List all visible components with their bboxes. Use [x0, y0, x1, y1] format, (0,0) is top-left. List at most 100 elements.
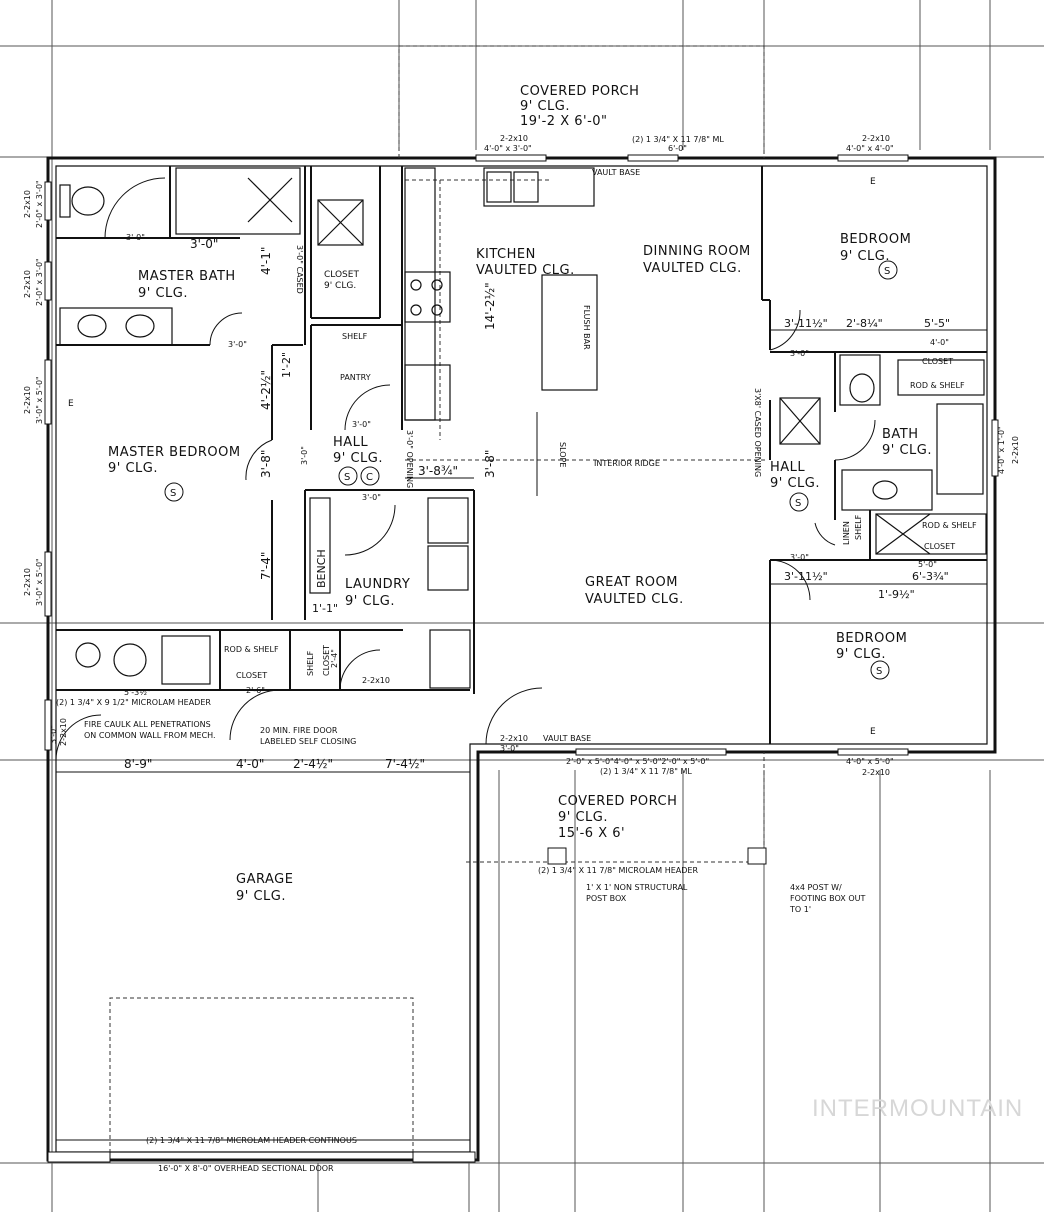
dimension: 8'-9"	[124, 757, 152, 771]
room-label: CLOSET	[922, 357, 953, 366]
note: SLOPE	[558, 442, 567, 467]
note: FLUSH BAR	[582, 305, 591, 350]
note: TO 1'	[789, 905, 811, 914]
note: 2-2x10	[500, 134, 528, 143]
fixtures	[59, 167, 987, 689]
note: 2-2x10	[59, 718, 68, 746]
room-label: 9' CLG.	[236, 889, 286, 904]
room-label: PANTRY	[340, 373, 371, 382]
room-labels: COVERED PORCH 9' CLG. 19'-2 X 6'-0" KITC…	[108, 84, 977, 904]
room-label: SHELF	[342, 332, 368, 341]
dimension: 3'-8¾"	[418, 464, 458, 478]
note: 2'-6"	[246, 686, 265, 695]
note: VAULT BASE	[543, 734, 591, 743]
note: 2-2x10	[23, 270, 32, 298]
dimension: 7'-4½"	[385, 757, 425, 771]
room-label: 9' CLG.	[840, 249, 890, 264]
dimension-lines	[56, 329, 987, 1141]
room-label: 9' CLG.	[138, 286, 188, 301]
note: 6'-0"	[668, 144, 687, 153]
smoke-symbol: S	[795, 498, 801, 509]
dimension: 3'-0"	[228, 340, 247, 349]
room-label: CLOSET	[322, 645, 331, 676]
room-label: BEDROOM	[840, 232, 911, 247]
dimension: 4'-0"	[930, 338, 949, 347]
note: 2-2x10	[500, 734, 528, 743]
dimension: 4'-2½"	[259, 370, 273, 410]
note: LABELED SELF CLOSING	[260, 737, 356, 746]
note: 3'-0" x 5'-0"	[35, 376, 44, 424]
room-label: 9' CLG.	[324, 281, 356, 291]
room-label: MASTER BEDROOM	[108, 445, 241, 460]
note: 20 MIN. FIRE DOOR	[260, 726, 338, 735]
dimension: 1'-2"	[280, 352, 293, 378]
room-label: LINEN	[842, 521, 851, 545]
room-label: MASTER BATH	[138, 269, 236, 284]
room-label: DINNING ROOM	[643, 244, 751, 259]
note: 2'-4"	[330, 649, 339, 668]
note: 4'-0" x 5'-0"	[846, 757, 894, 766]
note: 3'-0" OPENING	[405, 430, 414, 488]
symbol-circles	[164, 260, 898, 680]
room-label: VAULTED CLG.	[643, 261, 742, 276]
room-label: GREAT ROOM	[585, 575, 678, 590]
note: (2) 1 3/4" X 11 7/8" ML	[600, 767, 692, 776]
electric-symbol: E	[870, 727, 876, 737]
smoke-symbol: S	[344, 472, 350, 483]
watermark: INTERMOUNTAIN	[812, 1095, 1023, 1122]
note: POST BOX	[586, 894, 627, 903]
dimension: 3'-0"	[790, 349, 809, 358]
note: 3'-0" x 5'-0"	[35, 558, 44, 606]
note: (2) 1 3/4" X 11 7/8" MICROLAM HEADER	[538, 866, 698, 875]
electric-symbol: E	[68, 399, 74, 409]
dimension: 2'-8¼"	[846, 317, 883, 330]
note: FOOTING BOX OUT	[790, 894, 865, 903]
window-marks	[44, 154, 999, 1163]
note: 4'-0" x 4'-0"	[846, 144, 894, 153]
room-label: HALL	[333, 435, 368, 450]
dimension: 4'-0"	[236, 757, 264, 771]
room-label: VAULTED CLG.	[476, 263, 575, 278]
electric-symbol: E	[870, 177, 876, 187]
note: 3'X8' CASED OPENING	[753, 388, 762, 477]
room-label: 19'-2 X 6'-0"	[520, 114, 608, 129]
note: 3'-0" CASED	[295, 245, 304, 294]
smoke-symbol: S	[884, 266, 890, 277]
note: 4'-0" x 3'-0"	[484, 144, 532, 153]
dimension: 5'-0"	[918, 560, 937, 569]
room-label: HALL	[770, 460, 805, 475]
smoke-symbol: S	[170, 488, 176, 499]
note: 2'-0" x 5'-0"4'-0" x 5'-0"2'-0" x 5'-0"	[566, 757, 709, 766]
room-label: BATH	[882, 427, 919, 442]
dimension: 3'-0"	[790, 553, 809, 562]
room-label: 9' CLG.	[345, 594, 395, 609]
room-label: LAUNDRY	[345, 577, 410, 592]
room-label: CLOSET	[924, 542, 955, 551]
note: 2-2x10	[862, 134, 890, 143]
note: 2-2x10	[23, 568, 32, 596]
dimension: 3'-0"	[126, 233, 145, 242]
smoke-symbol: S	[876, 666, 882, 677]
room-label: SHELF	[306, 650, 315, 676]
dimension: 3'-0"	[190, 237, 218, 251]
dimension: 3'-11½"	[784, 570, 828, 583]
dimension: 3'-11½"	[784, 317, 828, 330]
door-swings	[55, 177, 876, 761]
note: (2) 1 3/4" X 11 7/8" ML	[632, 135, 724, 144]
note: 2-2x10	[362, 676, 390, 685]
note: 4'-0" x 1'-0"	[997, 426, 1006, 474]
room-label: BENCH	[315, 549, 328, 588]
note: 2-2x10	[1011, 436, 1020, 464]
note: 2'-0" x 3'-0"	[35, 180, 44, 228]
note: 2-2x10	[862, 768, 890, 777]
dimension: 5'-5"	[924, 317, 950, 330]
room-label: 9' CLG.	[333, 451, 383, 466]
dimension-labels: 14'-2½" 3'-8" 3'-8" 3'-8¾" 4'-1" 4'-2½" …	[124, 233, 950, 771]
dimension: 2'-4½"	[293, 757, 333, 771]
room-label: CLOSET	[236, 671, 267, 680]
note: 3'-0"	[500, 744, 519, 753]
room-label: COVERED PORCH	[520, 84, 639, 99]
room-label: VAULTED CLG.	[585, 592, 684, 607]
note: 16'-0" X 8'-0" OVERHEAD SECTIONAL DOOR	[158, 1164, 334, 1173]
